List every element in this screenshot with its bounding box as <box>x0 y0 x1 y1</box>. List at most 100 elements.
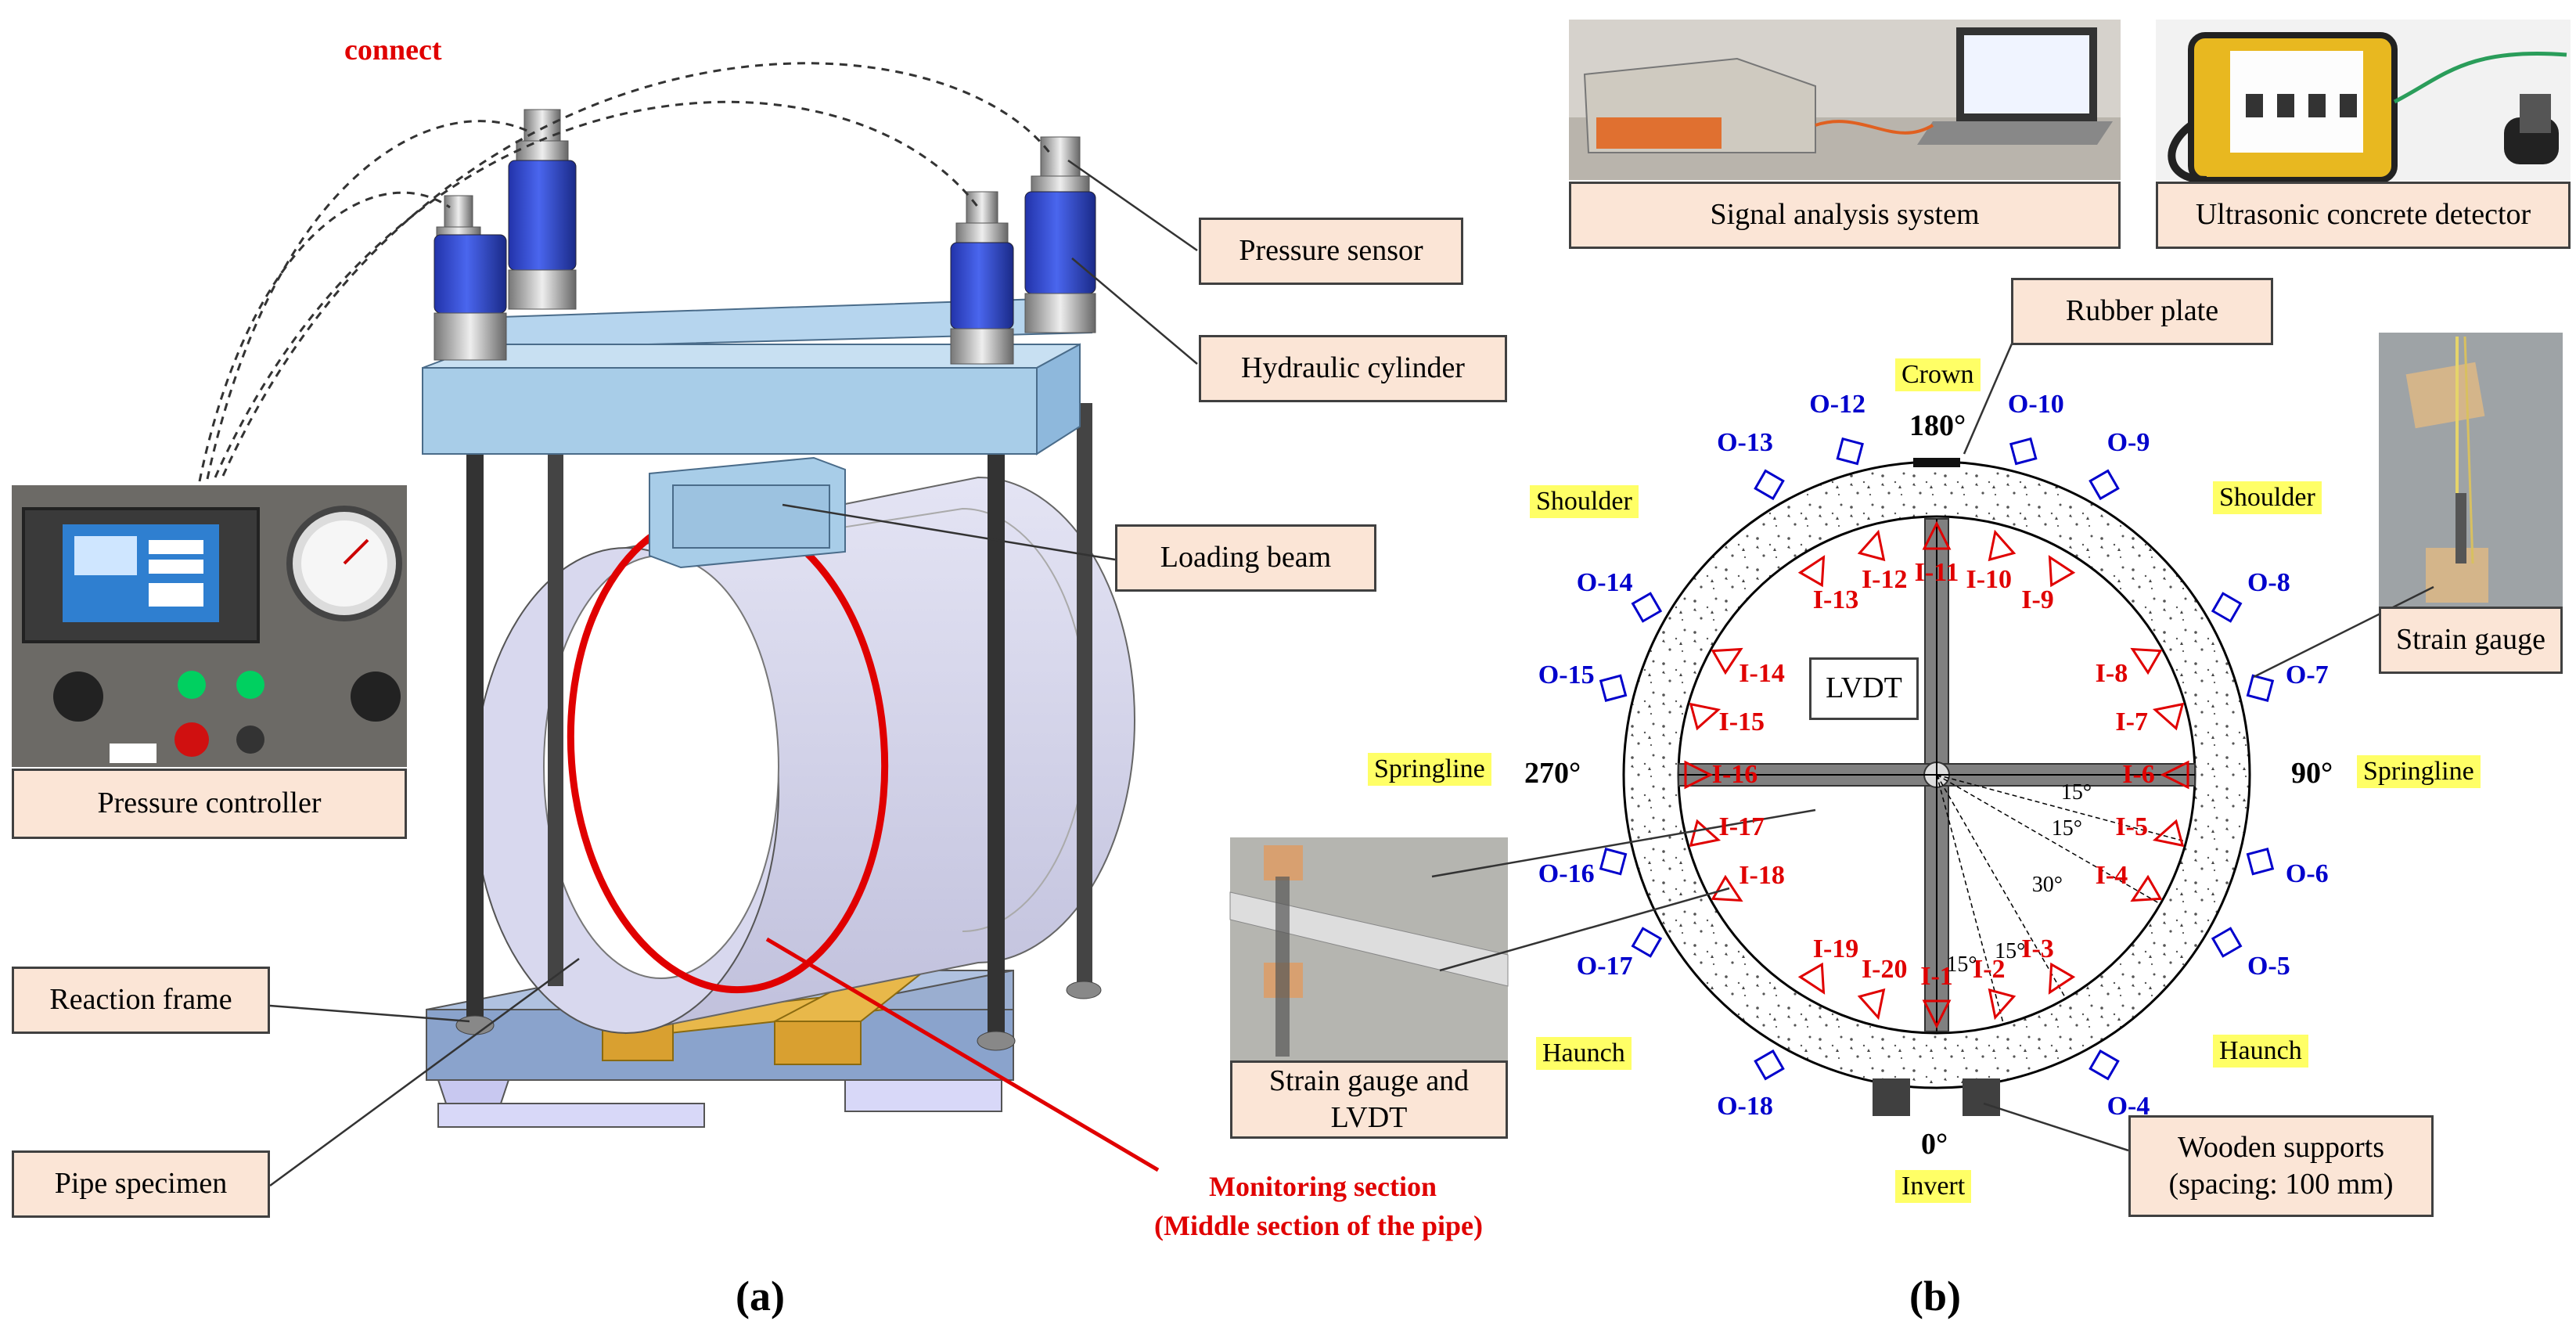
pressure-sensor-label: Pressure sensor <box>1199 218 1463 285</box>
hydraulic-cylinder-label: Hydraulic cylinder <box>1199 335 1507 402</box>
inner-gauge-label-6: I-6 <box>2122 760 2155 789</box>
inner-gauge-label-1: I-1 <box>1920 962 1953 991</box>
signal-analysis-photo <box>1569 20 2121 180</box>
outer-gauge-label-15: O-15 <box>1538 661 1595 690</box>
angle-tick-2: 30° <box>2031 873 2063 898</box>
outer-gauge-marker-10 <box>2009 437 2038 466</box>
inner-gauge-markers <box>1684 520 2189 1029</box>
outer-gauge-marker-5 <box>2211 927 2243 958</box>
wooden-supports-label: Wooden supports (spacing: 100 mm) <box>2128 1115 2434 1217</box>
hydraulic-cylinder-2 <box>508 109 577 310</box>
fan-line-4 <box>1936 774 2186 843</box>
angle-180: 180° <box>1909 409 1966 442</box>
inner-gauge-marker-8 <box>2130 647 2163 675</box>
inner-gauge-label-20: I-20 <box>1861 955 1908 985</box>
inner-gauge-label-8: I-8 <box>2095 659 2128 688</box>
inner-gauge-marker-20 <box>1857 988 1886 1021</box>
outer-gauge-marker-9 <box>2089 469 2120 501</box>
loading-frame-drawing <box>198 62 1198 1187</box>
inner-gauge-marker-10 <box>1988 529 2017 562</box>
zone-invert: Invert <box>1895 1170 1972 1203</box>
ultrasonic-detector-label: Ultrasonic concrete detector <box>2156 182 2571 249</box>
inner-gauge-marker-17 <box>1689 819 1722 848</box>
inner-gauge-label-7: I-7 <box>2115 708 2148 737</box>
connect-label: connect <box>344 34 442 67</box>
inner-gauge-marker-2 <box>1988 988 2017 1021</box>
inner-gauge-label-13: I-13 <box>1812 585 1859 614</box>
inner-gauge-label-10: I-10 <box>1966 564 2013 594</box>
loading-beam-label: Loading beam <box>1115 524 1376 592</box>
zone-springline-right: Springline <box>2357 755 2481 788</box>
angle-0: 0° <box>1921 1128 1948 1161</box>
zone-crown: Crown <box>1895 358 1981 391</box>
zone-shoulder-right: Shoulder <box>2213 481 2322 514</box>
inner-gauge-label-19: I-19 <box>1812 934 1859 964</box>
lvdt-label: LVDT <box>1809 657 1919 720</box>
outer-gauge-marker-6 <box>2246 848 2275 876</box>
strain-gauge-lvdt-photo <box>1229 837 1509 1060</box>
inner-gauge-marker-11 <box>1922 520 1952 550</box>
inner-gauge-label-17: I-17 <box>1718 812 1765 841</box>
zone-haunch-right: Haunch <box>2213 1035 2308 1068</box>
reaction-frame-label: Reaction frame <box>12 967 270 1034</box>
inner-gauge-marker-1 <box>1922 999 1952 1029</box>
inner-gauge-marker-14 <box>1711 647 1743 675</box>
angle-90: 90° <box>2291 757 2333 790</box>
fan-line-1 <box>1936 774 2005 1024</box>
inner-gauge-marker-7 <box>2152 702 2185 731</box>
inner-gauge-label-16: I-16 <box>1711 760 1758 789</box>
panel-b-letter: (b) <box>1909 1273 1961 1320</box>
inner-gauge-label-4: I-4 <box>2095 861 2128 890</box>
strain-gauge-photo <box>2379 333 2563 607</box>
outer-gauge-label-12: O-12 <box>1809 389 1866 419</box>
outer-gauge-marker-14 <box>1631 592 1663 623</box>
outer-gauge-marker-16 <box>1599 848 1628 876</box>
outer-gauge-label-16: O-16 <box>1538 859 1595 888</box>
inner-gauge-marker-4 <box>2130 874 2163 902</box>
outer-gauge-marker-17 <box>1631 927 1663 958</box>
pressure-controller-photo <box>12 485 407 767</box>
inner-gauge-label-15: I-15 <box>1718 708 1765 737</box>
outer-gauge-marker-12 <box>1836 437 1864 466</box>
inner-gauge-label-14: I-14 <box>1739 659 1785 688</box>
inner-gauge-label-3: I-3 <box>2021 934 2054 964</box>
outer-gauge-label-14: O-14 <box>1576 568 1633 597</box>
inner-gauge-marker-15 <box>1689 702 1722 731</box>
outer-gauge-label-18: O-18 <box>1717 1092 1773 1122</box>
inner-gauge-label-11: I-11 <box>1914 558 1959 587</box>
inner-gauge-marker-9 <box>2048 555 2076 588</box>
pipe-specimen-label: Pipe specimen <box>12 1150 270 1218</box>
inner-gauge-marker-12 <box>1857 529 1886 562</box>
inner-gauge-marker-5 <box>2152 819 2185 848</box>
inner-gauge-label-5: I-5 <box>2115 812 2148 841</box>
outer-gauge-label-17: O-17 <box>1576 952 1633 981</box>
outer-gauge-label-5: O-5 <box>2247 952 2290 981</box>
strain-gauge-lvdt-line1: Strain gauge and <box>1268 1064 1470 1097</box>
inner-gauge-marker-18 <box>1711 874 1743 902</box>
zone-springline-left: Springline <box>1368 753 1491 786</box>
outer-gauge-label-4: O-4 <box>2106 1092 2150 1122</box>
outer-gauge-marker-7 <box>2246 674 2275 702</box>
outer-gauge-label-9: O-9 <box>2106 427 2150 457</box>
strain-gauge-lvdt-label: Strain gauge and LVDT <box>1230 1060 1508 1139</box>
outer-gauge-label-10: O-10 <box>2007 389 2064 419</box>
hydraulic-cylinder-4 <box>1024 136 1096 333</box>
hydraulic-cylinder-3 <box>950 191 1014 365</box>
panel-a-letter: (a) <box>736 1273 785 1320</box>
outer-gauge-marker-4 <box>2089 1049 2120 1081</box>
outer-gauge-markers <box>1599 437 2275 1081</box>
inner-gauge-marker-6 <box>2160 760 2189 790</box>
angle-tick-0: 15° <box>1946 952 1977 977</box>
signal-analysis-label: Signal analysis system <box>1569 182 2121 249</box>
monitoring-section-label: Monitoring section <box>1209 1171 1437 1202</box>
inner-gauge-marker-13 <box>1797 555 1826 588</box>
outer-gauge-label-6: O-6 <box>2285 859 2329 888</box>
outer-gauge-marker-18 <box>1754 1049 1785 1081</box>
outer-gauge-marker-13 <box>1754 469 1785 501</box>
pressure-controller-label: Pressure controller <box>12 769 407 839</box>
zone-shoulder-left: Shoulder <box>1530 485 1639 518</box>
fan-line-2 <box>1936 774 2067 999</box>
zone-haunch-left: Haunch <box>1536 1037 1632 1070</box>
ultrasonic-detector-photo <box>2156 20 2571 184</box>
angle-tick-1: 15° <box>1995 939 2026 964</box>
